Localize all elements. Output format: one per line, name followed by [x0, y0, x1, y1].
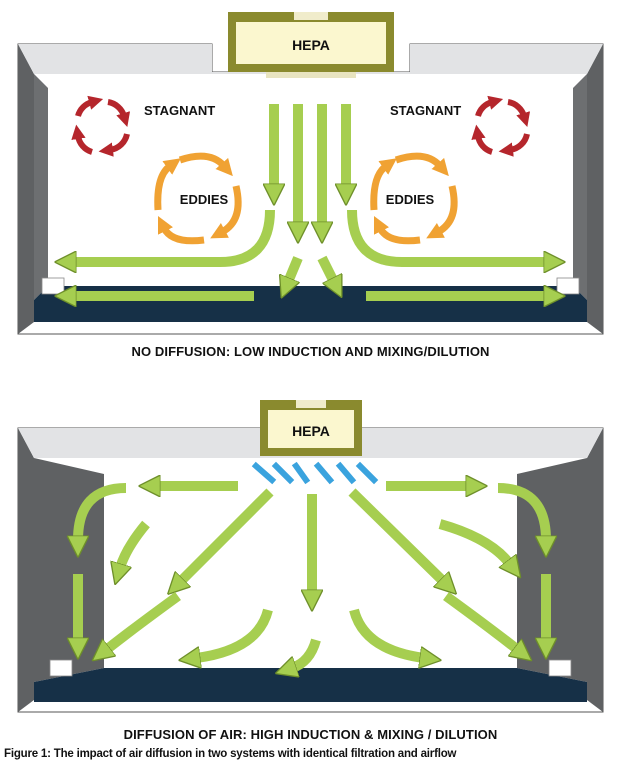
right-wall — [587, 44, 603, 334]
hepa-filter-bottom: HEPA — [260, 400, 362, 456]
eddies-right — [370, 152, 458, 245]
airflow-diffused — [78, 486, 546, 668]
stagnant-left — [71, 95, 131, 157]
ceiling-bottom — [18, 428, 603, 458]
stagnant-label-left: STAGNANT — [144, 103, 215, 118]
return-grille-left — [41, 277, 65, 295]
floor-center — [292, 638, 321, 668]
stagnant-label-right: STAGNANT — [390, 103, 461, 118]
hepa-label-bottom: HEPA — [292, 423, 330, 439]
jet-floor-right — [347, 209, 548, 262]
diffuser-vanes — [251, 461, 379, 485]
jet-center-right — [317, 255, 334, 282]
return-grille-right-bottom — [548, 659, 572, 677]
left-wall — [18, 44, 34, 334]
eddies-label-left: EDDIES — [180, 192, 229, 207]
eddies-left — [154, 152, 242, 245]
floor-curve-right — [349, 608, 424, 658]
mid-curve-left — [120, 520, 150, 568]
jet-center-left — [288, 256, 303, 282]
floor-bottom — [34, 668, 587, 702]
wall-flow-left — [78, 483, 127, 540]
low-left — [106, 591, 181, 650]
stagnant-right — [471, 95, 531, 157]
caption-diffusion: DIFFUSION OF AIR: HIGH INDUCTION & MIXIN… — [123, 727, 498, 742]
return-grille-left-bottom — [49, 659, 73, 677]
ceiling — [18, 44, 603, 74]
hepa-label-top: HEPA — [292, 37, 330, 53]
diag-right-1 — [348, 488, 444, 582]
airflow-jets-top — [72, 104, 548, 296]
diag-left-1 — [180, 488, 274, 582]
room-top — [17, 43, 604, 335]
left-wall-bottom — [18, 428, 34, 712]
jet-floor-left — [72, 209, 275, 262]
right-wall-bottom — [587, 428, 603, 712]
return-grille-right — [556, 277, 580, 295]
caption-no-diffusion: NO DIFFUSION: LOW INDUCTION AND MIXING/D… — [131, 344, 490, 359]
floor-curve-left — [196, 608, 273, 658]
wall-flow-right — [497, 483, 546, 540]
figure-caption: Figure 1: The impact of air diffusion in… — [4, 748, 457, 760]
hepa-filter-top: HEPA — [228, 12, 394, 78]
low-right — [443, 591, 518, 650]
eddies-label-right: EDDIES — [386, 192, 435, 207]
mid-curve-right — [438, 519, 510, 564]
